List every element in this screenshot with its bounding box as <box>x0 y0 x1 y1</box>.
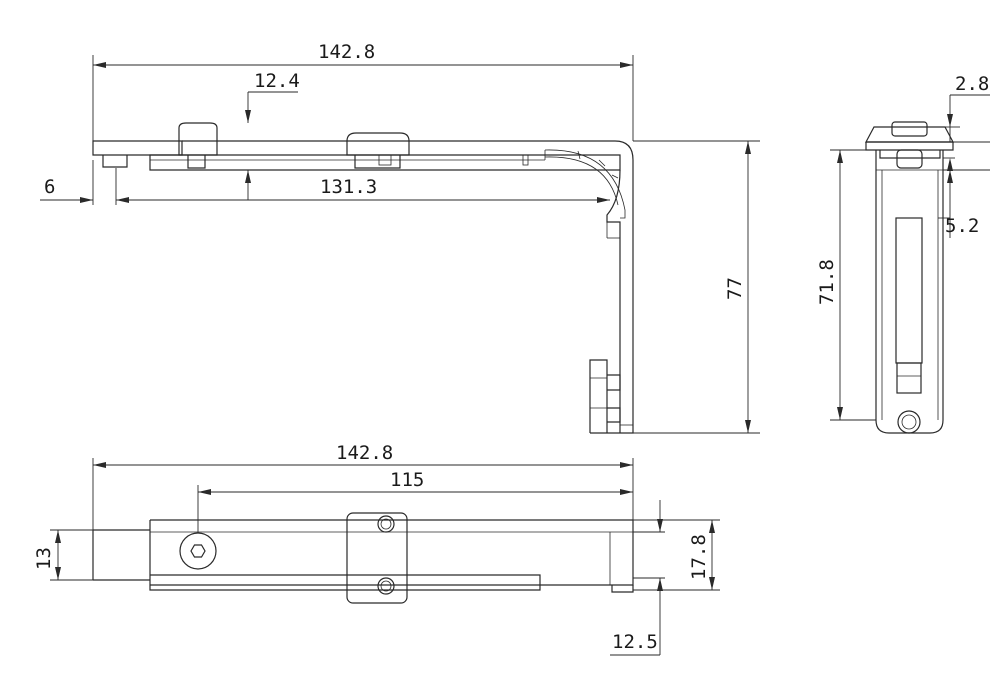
bottom-view-dimensions <box>50 458 720 656</box>
label-bottom-right-height: 17.8 <box>688 534 710 580</box>
top-view-dimensions <box>40 55 760 434</box>
label-side-lower-small: 5.2 <box>945 215 979 237</box>
bottom-view-part <box>92 512 634 604</box>
label-bottom-total-length: 142.8 <box>336 442 393 464</box>
label-top-knob-offset: 12.4 <box>254 70 300 92</box>
label-bottom-left-height: 13 <box>33 547 55 570</box>
label-bottom-right-offset: 12.5 <box>612 631 658 653</box>
label-top-height: 77 <box>724 277 746 300</box>
label-top-inner-length: 131.3 <box>320 176 377 198</box>
label-bottom-inner-length: 115 <box>390 469 424 491</box>
label-side-height: 71.8 <box>816 259 838 305</box>
label-side-top-small: 2.8 <box>955 73 989 95</box>
side-view-part <box>865 121 954 434</box>
top-view-part <box>92 122 634 434</box>
side-view-dimensions <box>830 94 990 421</box>
label-top-left-offset: 6 <box>44 176 55 198</box>
label-top-total-length: 142.8 <box>318 41 375 63</box>
